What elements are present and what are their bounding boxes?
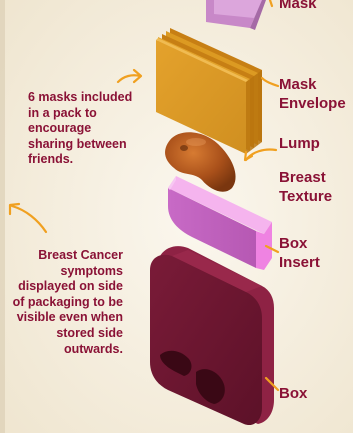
note-breast-cancer-symptoms: Breast Cancer symptoms displayed on side… — [13, 248, 123, 357]
label-mask-envelope: Mask Envelope — [279, 75, 346, 113]
left-edge-shadow — [0, 0, 5, 433]
label-breast-texture: Breast Texture — [279, 168, 332, 206]
note-masks-included: 6 masks included in a pack to encourage … — [28, 90, 132, 168]
label-box-insert: Box Insert — [279, 234, 320, 272]
label-mask: Mask — [279, 0, 317, 13]
label-lump: Lump — [279, 134, 320, 153]
label-box: Box — [279, 384, 307, 403]
